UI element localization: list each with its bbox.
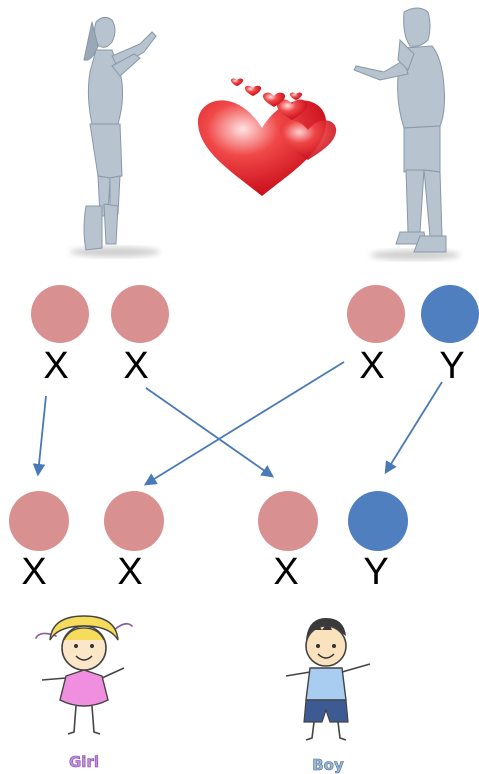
boy-chromosome-2-label: Y	[363, 551, 388, 593]
girl-cartoon-icon	[35, 615, 133, 735]
girl-caption: Girl	[69, 753, 99, 771]
father-chromosome-2-label: Y	[439, 345, 464, 387]
boy-chromosome-1-label: X	[273, 551, 298, 593]
boy-chromosome-1-circle	[258, 491, 318, 551]
man-silhouette-icon	[353, 7, 460, 260]
father-chromosome-1-label: X	[359, 345, 384, 387]
mother-chromosome-1-label: X	[43, 345, 68, 387]
girl-chromosome-2-label: X	[117, 551, 142, 593]
arrow-father-x-to-girl	[143, 361, 345, 486]
girl-chromosome-2-circle	[104, 491, 164, 551]
arrow-mother-x2-to-boy	[145, 387, 275, 478]
boy-cartoon-icon	[285, 618, 371, 741]
father-chromosome-1-circle	[347, 285, 405, 343]
boy-caption: Boy	[312, 756, 344, 774]
mother-chromosome-1-circle	[31, 285, 89, 343]
hearts-icon	[197, 78, 337, 196]
mother-chromosome-2-label: X	[123, 345, 148, 387]
arrow-father-y-to-boy	[384, 381, 443, 475]
mother-chromosome-2-circle	[111, 285, 169, 343]
girl-chromosome-1-circle	[9, 491, 69, 551]
inheritance-arrows	[32, 361, 443, 486]
woman-silhouette-icon	[70, 16, 160, 257]
girl-chromosome-1-label: X	[21, 551, 46, 593]
father-chromosome-2-circle	[421, 285, 479, 343]
boy-chromosome-2-circle	[348, 491, 408, 551]
arrow-mother-x1-to-girl	[32, 395, 47, 477]
